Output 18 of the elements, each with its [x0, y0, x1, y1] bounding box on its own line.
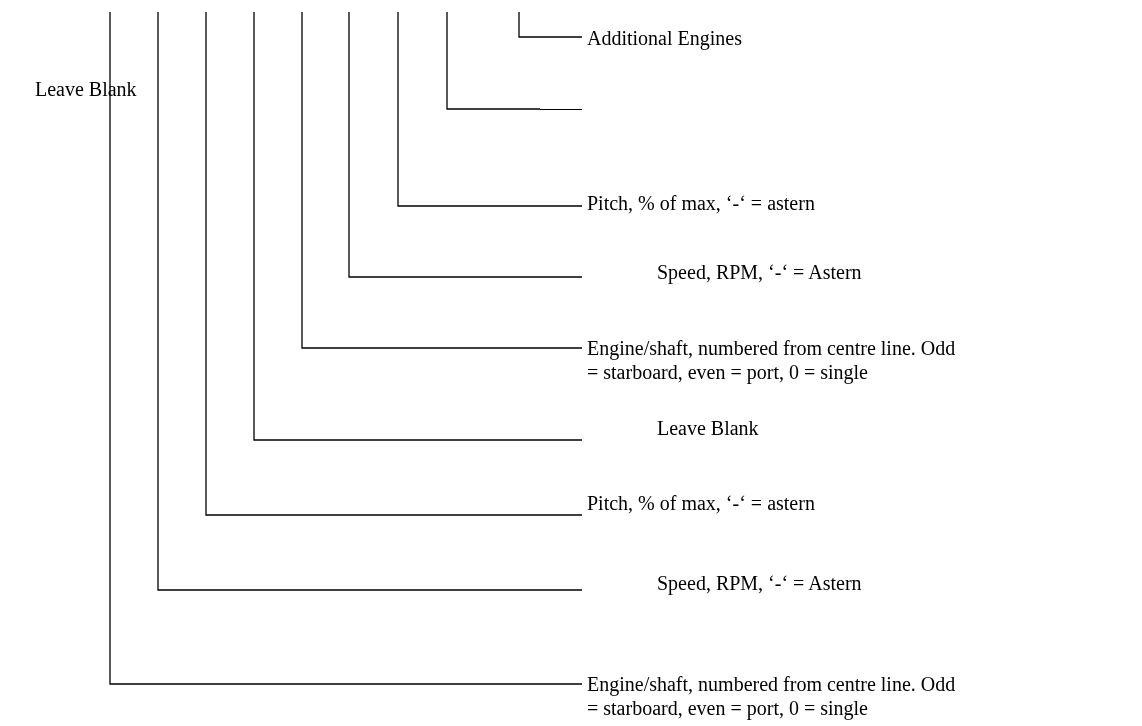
leader-line	[518, 11, 583, 38]
leader-line	[205, 11, 583, 516]
field-description: Leave Blank	[657, 416, 760, 440]
leader-line	[301, 11, 583, 349]
leader-line	[446, 11, 541, 110]
field-description: Pitch, % of max, ‘-‘ = astern	[587, 491, 816, 515]
field-description: Pitch, % of max, ‘-‘ = astern	[587, 191, 816, 215]
field-description: Engine/shaft, numbered from centre line. Odd = starboard, even = port, 0 = single	[587, 336, 957, 384]
leader-line	[157, 11, 583, 591]
leader-line	[348, 11, 583, 278]
field-description: Speed, RPM, ‘-‘ = Astern	[657, 571, 863, 595]
field-description: Speed, RPM, ‘-‘ = Astern	[657, 260, 863, 284]
field-description: Engine/shaft, numbered from centre line. Odd = starboard, even = port, 0 = single	[587, 672, 957, 720]
leader-line	[109, 11, 583, 685]
field-description: Additional Engines	[587, 26, 743, 50]
leader-line	[253, 11, 583, 441]
leader-line	[397, 11, 583, 207]
blank-line	[540, 109, 582, 111]
